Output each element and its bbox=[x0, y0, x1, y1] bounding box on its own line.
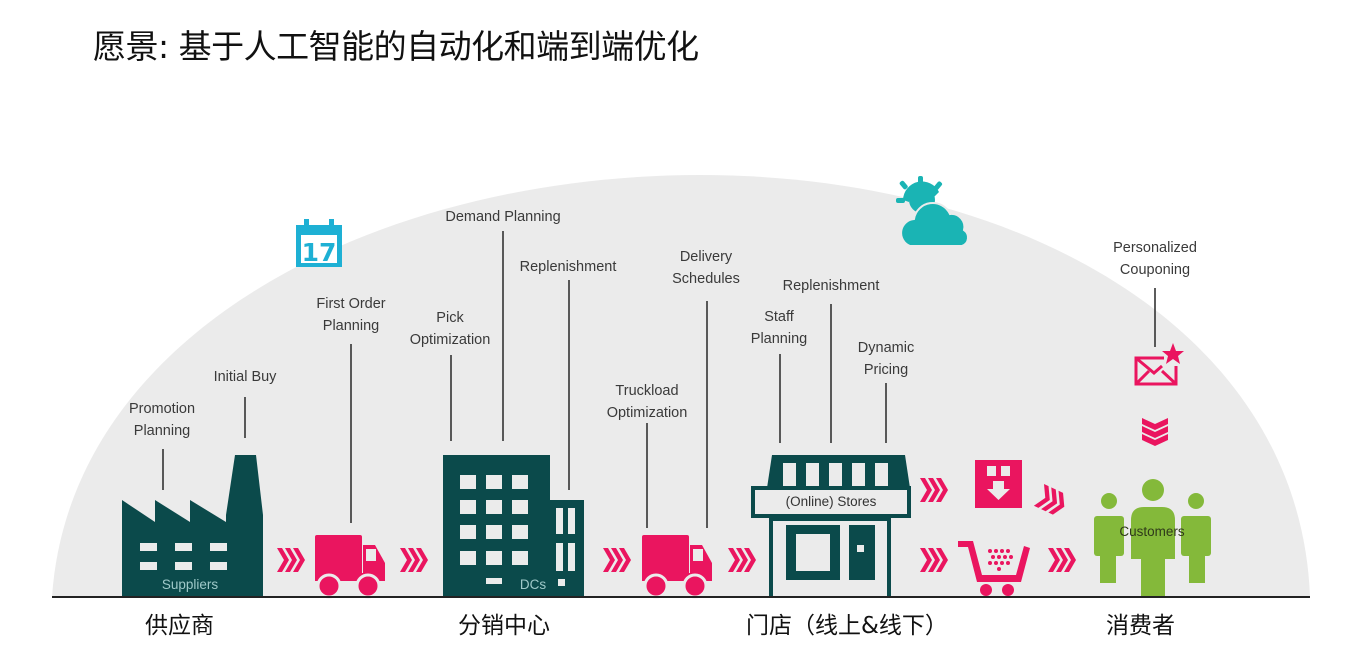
storefront-icon bbox=[751, 455, 911, 597]
stage-label-distribution: 分销中心 bbox=[458, 613, 550, 639]
callout-initial-buy: Initial Buy bbox=[213, 369, 277, 385]
callout-replenishment-store: Replenishment bbox=[782, 278, 880, 294]
callout-delivery-schedules: Delivery Schedules bbox=[672, 249, 740, 287]
shopping-cart-icon bbox=[958, 541, 1030, 596]
triple-chevron-right-icon bbox=[603, 548, 631, 572]
callout-promotion-planning: Promotion Planning bbox=[128, 401, 196, 439]
triple-chevron-right-icon bbox=[728, 548, 756, 572]
package-download-icon bbox=[975, 460, 1022, 508]
stage-label-stores: 门店（线上&线下） bbox=[746, 613, 948, 639]
flow-arrows bbox=[277, 478, 1076, 572]
stores-label: (Online) Stores bbox=[785, 494, 877, 509]
triple-chevron-right-icon bbox=[920, 548, 948, 572]
customers-label: Customers bbox=[1119, 524, 1185, 539]
callout-lines bbox=[162, 231, 1156, 528]
callout-replenishment-dc: Replenishment bbox=[519, 259, 617, 275]
triple-chevron-diagonal-icon bbox=[1033, 484, 1065, 515]
dcs-label: DCs bbox=[519, 577, 547, 592]
callout-personalized-couponing: Personalized Couponing bbox=[1113, 240, 1197, 278]
triple-chevron-right-icon bbox=[920, 478, 948, 502]
page-title: 愿景: 基于人工智能的自动化和端到端优化 bbox=[93, 27, 699, 66]
stage-label-suppliers: 供应商 bbox=[145, 613, 214, 639]
chevrons-down-icon bbox=[1142, 418, 1168, 446]
calendar-day: 17 bbox=[302, 238, 337, 267]
callout-truckload-optimization: Truckload Optimization bbox=[606, 383, 688, 421]
calendar-icon: 17 bbox=[296, 219, 342, 267]
sun-cloud-icon bbox=[896, 176, 969, 247]
suppliers-label: Suppliers bbox=[161, 577, 219, 592]
stage-label-consumers: 消费者 bbox=[1106, 613, 1175, 639]
callout-dynamic-pricing: Dynamic Pricing bbox=[857, 340, 915, 378]
truck-icon bbox=[315, 535, 385, 599]
triple-chevron-right-icon bbox=[400, 548, 428, 572]
star-icon bbox=[1162, 343, 1184, 364]
callout-staff-planning: Staff Planning bbox=[750, 309, 808, 347]
office-building-icon bbox=[443, 455, 584, 597]
email-star-icon bbox=[1134, 356, 1178, 386]
factory-icon bbox=[122, 455, 263, 597]
triple-chevron-right-icon bbox=[277, 548, 305, 572]
callout-pick-optimization: Pick Optimization bbox=[409, 310, 491, 348]
people-icon bbox=[1094, 479, 1211, 598]
triple-chevron-right-icon bbox=[1048, 548, 1076, 572]
callout-first-order-planning: First Order Planning bbox=[316, 296, 386, 334]
truck-icon bbox=[642, 535, 712, 599]
callout-demand-planning: Demand Planning bbox=[445, 209, 561, 225]
